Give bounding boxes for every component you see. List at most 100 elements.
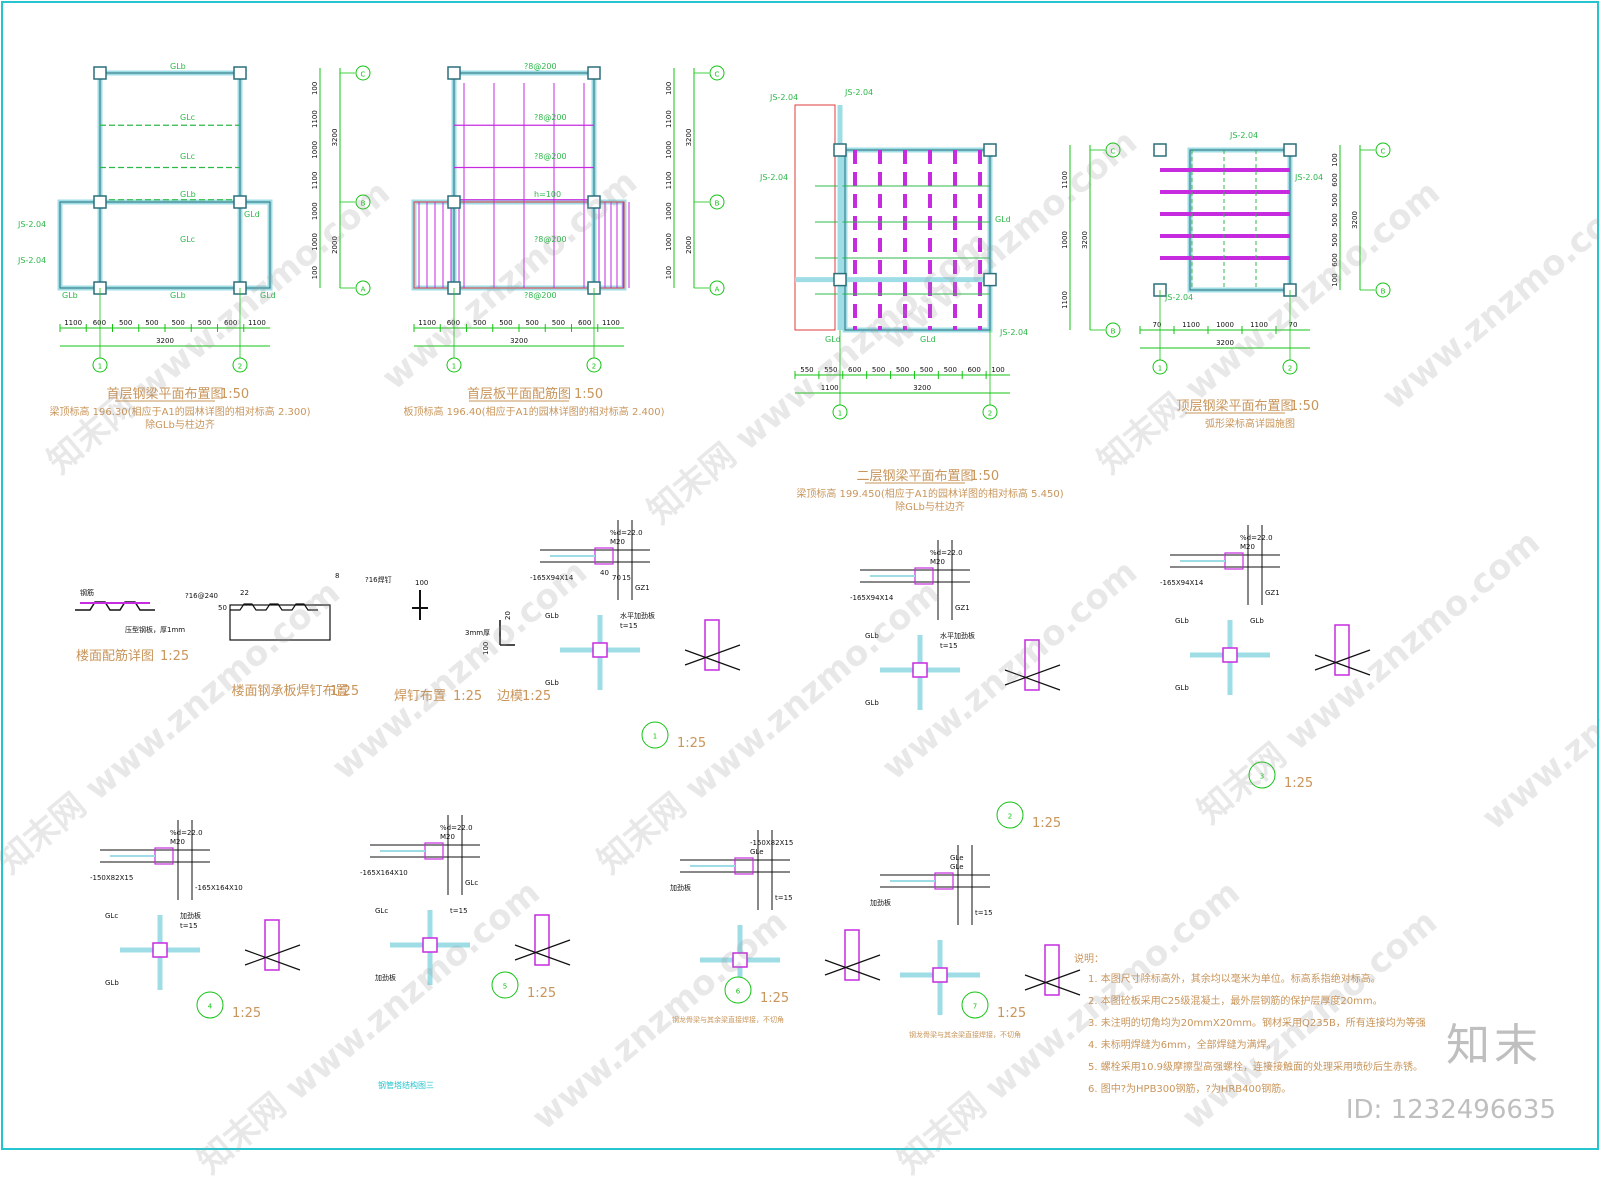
dim-total: 3200 bbox=[1216, 339, 1234, 347]
vdim-text: 1000 bbox=[311, 233, 319, 251]
axis-bubble-2-circle bbox=[982, 404, 998, 420]
plan-label: JS-2.04 bbox=[1164, 293, 1193, 302]
deck-section bbox=[229, 604, 331, 641]
plan-label: JS-2.04 bbox=[999, 328, 1028, 337]
node-label: GLb bbox=[105, 979, 119, 987]
node-bubble-circle bbox=[641, 721, 669, 749]
node-scale: 1:25 bbox=[760, 991, 789, 1006]
drawing-sheet: GLbGLcGLcGLbGLcGLbGLbGLdGLdJS-2.04JS-2.0… bbox=[1, 1, 1599, 1150]
vdim-total: 3200 bbox=[1081, 231, 1089, 249]
axis-bubble-2-circle bbox=[586, 357, 602, 373]
node-label: -165X164X10 bbox=[360, 869, 408, 877]
plan-bay-outline bbox=[413, 201, 625, 289]
plan-column bbox=[983, 272, 997, 287]
plan-label: JS-2.04 bbox=[844, 88, 873, 97]
dim-text: 500 bbox=[198, 319, 211, 327]
dim-text: 600 bbox=[967, 366, 980, 374]
dim-text: 600 bbox=[848, 366, 861, 374]
plan-label: GLb bbox=[180, 190, 196, 199]
dim-text: 500 bbox=[920, 366, 933, 374]
notes-item: 4. 未标明焊缝为6mm，全部焊缝为满焊。 bbox=[1088, 1038, 1277, 1051]
plan-column bbox=[983, 143, 997, 157]
axis-bubble-1-circle bbox=[1152, 359, 1168, 375]
detail-label: 100 bbox=[482, 642, 490, 655]
plan-column bbox=[93, 66, 107, 80]
detail-label: 8 bbox=[335, 572, 339, 580]
vdim-text: 1100 bbox=[1061, 171, 1069, 189]
sheet-border bbox=[1, 1, 1599, 1150]
dim-text: 1100 bbox=[418, 319, 436, 327]
node-plan-box bbox=[732, 952, 748, 968]
dim-text: 600 bbox=[447, 319, 460, 327]
node-label: 加劲板 bbox=[375, 973, 396, 982]
axis-bubble-2-text: 2 bbox=[988, 410, 992, 418]
node-plan-box bbox=[152, 942, 168, 958]
node-label: M20 bbox=[170, 838, 185, 846]
vdim-text: 600 bbox=[1331, 173, 1339, 186]
vdim-total: 3200 bbox=[685, 129, 693, 147]
node-label: GLc bbox=[465, 879, 478, 887]
vdim-text: 1100 bbox=[665, 110, 673, 128]
vdim-text: 100 bbox=[665, 266, 673, 279]
row-bubble-circle bbox=[1105, 322, 1121, 338]
node-3d-col bbox=[264, 919, 280, 971]
node-label: -165X164X10 bbox=[195, 884, 243, 892]
node-label: M20 bbox=[1240, 543, 1255, 551]
node-label: GLb bbox=[1175, 617, 1189, 625]
dim-text: 500 bbox=[171, 319, 184, 327]
node-plan-box bbox=[422, 937, 438, 953]
row-bubble-text: B bbox=[1111, 328, 1116, 336]
dim-text: 1100 bbox=[64, 319, 82, 327]
vdim-text: 500 bbox=[1331, 193, 1339, 206]
plan-label: GLb bbox=[62, 291, 78, 300]
axis-bubble-2-text: 2 bbox=[1288, 365, 1292, 373]
dim-text: 500 bbox=[552, 319, 565, 327]
node-bubble-text: 6 bbox=[736, 988, 741, 996]
node-label: GLe bbox=[950, 854, 964, 862]
axis-bubble-2-circle bbox=[1282, 359, 1298, 375]
row-bubble-circle bbox=[355, 280, 371, 296]
detail-title: 楼面钢承板焊钉布置 bbox=[231, 683, 348, 699]
vdim-text: 500 bbox=[1331, 233, 1339, 246]
node-3d-beam bbox=[1314, 649, 1371, 676]
plan-column bbox=[447, 195, 461, 209]
node-plan-box bbox=[1222, 647, 1238, 663]
node-label: GLb bbox=[1175, 684, 1189, 692]
node-3d-beam bbox=[1004, 664, 1061, 691]
vdim-total: 3200 bbox=[331, 129, 339, 147]
id-text: ID: 1232496635 bbox=[1345, 1095, 1556, 1125]
node-label: -150X82X15 bbox=[750, 839, 793, 847]
dim-text: 600 bbox=[93, 319, 106, 327]
axis-bubble-2-text: 2 bbox=[592, 363, 596, 371]
dim-text: 1100 bbox=[1182, 321, 1200, 329]
node-label: t=15 bbox=[975, 909, 993, 917]
row-bubble-circle bbox=[709, 194, 725, 210]
plan-scale: 1:50 bbox=[220, 387, 249, 402]
node-3d-col bbox=[1334, 624, 1350, 676]
nodes-group: %d=22.0M20-165X94X14GZ1GLbGLb水平加劲板t=1540… bbox=[90, 520, 1371, 1039]
plan-1: GLbGLcGLcGLbGLcGLbGLbGLdGLdJS-2.04JS-2.0… bbox=[17, 62, 371, 431]
node-label: 加劲板 bbox=[670, 883, 691, 892]
node-label: M20 bbox=[440, 833, 455, 841]
node-bubble-circle bbox=[1248, 761, 1276, 789]
vdim-text: 1000 bbox=[1061, 231, 1069, 249]
dim-text: 600 bbox=[224, 319, 237, 327]
node-bubble-circle bbox=[961, 991, 989, 1019]
node-bubble-text: 4 bbox=[208, 1003, 213, 1011]
dim-text: 600 bbox=[578, 319, 591, 327]
row-bubble-circle bbox=[1375, 282, 1391, 298]
vdim-text: 1000 bbox=[665, 141, 673, 159]
row-bubble-circle bbox=[709, 280, 725, 296]
plan-label: GLd bbox=[825, 335, 841, 344]
vdim-text: 1000 bbox=[665, 202, 673, 220]
row-bubble-text: C bbox=[1111, 148, 1116, 156]
dim-text: 500 bbox=[499, 319, 512, 327]
row-bubble-text: B bbox=[1381, 288, 1386, 296]
node-plan-box bbox=[932, 967, 948, 983]
node-label: t=15 bbox=[450, 907, 468, 915]
plan-label: ?8@200 bbox=[524, 291, 557, 300]
vdim-text: 500 bbox=[1331, 213, 1339, 226]
plan-subtitle-2: 除GLb与柱边齐 bbox=[145, 418, 215, 431]
